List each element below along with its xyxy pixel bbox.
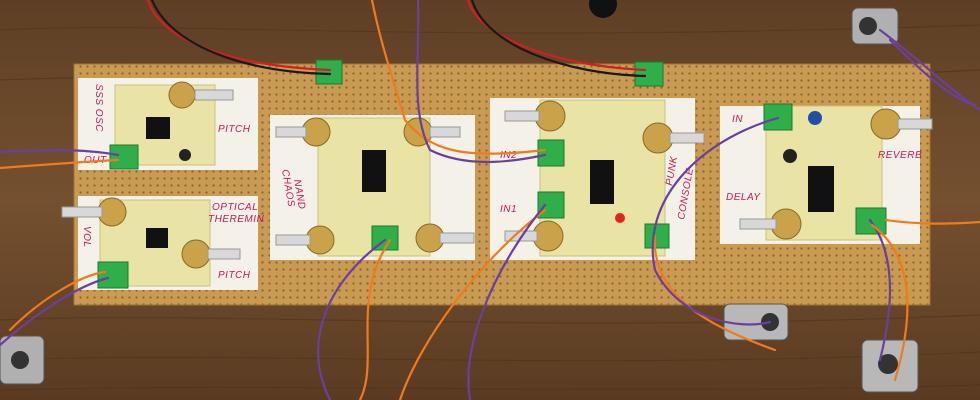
wire-orange [884, 218, 980, 225]
wire-purple [317, 238, 387, 400]
wire-purple [0, 276, 110, 347]
wire-purple [467, 203, 547, 400]
pot-shaft [504, 110, 540, 122]
label-sss-osc: SSS OSC [93, 84, 104, 132]
label-theremin: THEREMIN [208, 214, 265, 225]
pot-shaft [897, 118, 933, 130]
jack-bottom-right [861, 339, 919, 393]
pot-shaft [439, 232, 475, 244]
module-punk-console: IN1 IN2 PUNK CONSOLE [490, 61, 705, 260]
potentiometer [642, 122, 674, 154]
terminal-block [644, 223, 670, 249]
module-chaos-nand: CHAOS NAND [270, 59, 475, 260]
pot-shaft [275, 234, 311, 246]
capacitor [179, 149, 191, 161]
capacitor [808, 111, 822, 125]
label-in2: IN2 [500, 150, 517, 161]
pot-shaft [739, 218, 777, 230]
pot-shaft [275, 126, 307, 138]
wire-orange [358, 238, 392, 400]
label-optical: OPTICAL [212, 202, 258, 213]
terminal-block [634, 61, 664, 87]
wire-orange [398, 208, 547, 400]
label-pitch-top: PITCH [218, 124, 251, 135]
label-vol: VOL [81, 226, 92, 248]
label-nand: NAND [291, 179, 307, 211]
potentiometer [168, 81, 196, 109]
jack-socket [589, 0, 617, 18]
terminal-block [97, 261, 129, 289]
led [615, 213, 625, 223]
wire-orange [8, 270, 107, 332]
wire-purple [888, 38, 977, 107]
terminal-block [109, 144, 139, 170]
module-delay-reverb: IN DELAY REVERB [720, 103, 933, 244]
wire-purple [651, 116, 780, 326]
ic-chip [808, 166, 834, 212]
pot-shaft [207, 248, 241, 260]
pot-shaft [61, 206, 103, 218]
ic-chip [362, 150, 386, 192]
label-in-delay: IN [732, 114, 743, 125]
jack-bottom-left [0, 335, 45, 385]
jack-bottom-center [723, 303, 789, 341]
potentiometer [870, 108, 902, 140]
terminal-block [537, 139, 565, 167]
terminal-block [315, 59, 343, 85]
label-reverb: REVERB [878, 150, 922, 161]
wire-orange [0, 158, 120, 170]
wire-purple [416, 0, 547, 164]
ic-chip [146, 117, 170, 139]
pot-shaft [669, 132, 705, 144]
wire-orange [870, 223, 909, 382]
wire-black [470, 0, 647, 78]
wire-black [150, 0, 332, 76]
label-punk: PUNK [664, 154, 680, 186]
ic-chip [146, 228, 168, 248]
capacitor [783, 149, 797, 163]
potentiometer [181, 239, 211, 269]
label-pitch-bottom: PITCH [218, 270, 251, 281]
module-optical-theremin: OPTICAL THEREMIN VOL PITCH [61, 196, 265, 290]
module-sss-osc: SSS OSC OUT PITCH [78, 78, 258, 170]
terminal-block [537, 191, 565, 219]
wire-purple [868, 218, 892, 362]
label-in1: IN1 [500, 204, 517, 215]
wire-purple [0, 149, 120, 157]
wire-red [466, 0, 647, 72]
label-delay: DELAY [726, 192, 761, 203]
pot-shaft [429, 126, 461, 138]
wire-orange [370, 0, 547, 155]
ic-chip [590, 160, 614, 204]
pot-shaft [194, 89, 234, 101]
